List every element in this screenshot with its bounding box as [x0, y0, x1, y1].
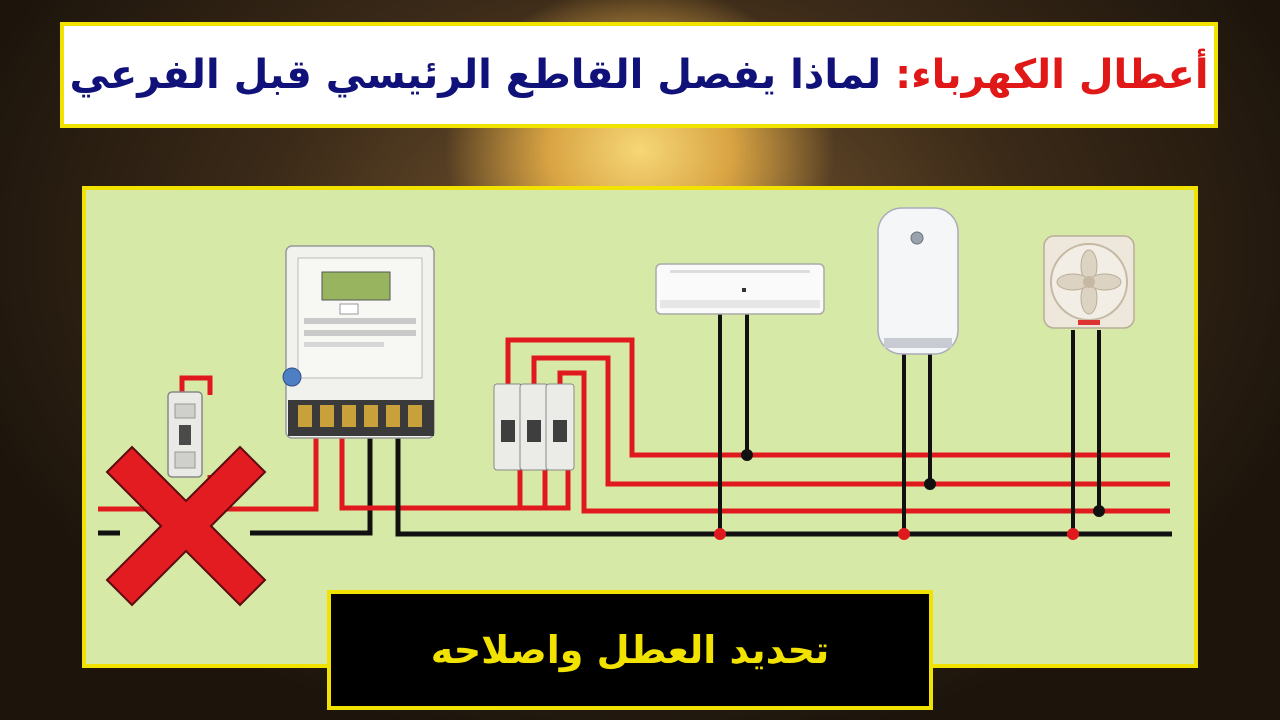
- air-conditioner: [655, 263, 825, 315]
- title-blue-text: لماذا يفصل القاطع الرئيسي قبل الفرعي: [69, 52, 882, 98]
- title-banner: أعطال الكهرباء: لماذا يفصل القاطع الرئيس…: [60, 22, 1218, 128]
- meter-to-branch-live-wire-3: [545, 470, 571, 511]
- branch-breakers: [493, 383, 575, 471]
- fix-banner-label: تحديد العطل واصلاحه: [430, 628, 830, 672]
- junction-dot: [741, 449, 753, 461]
- diagram-panel: [82, 186, 1198, 668]
- cross-mark-icon: [105, 445, 267, 607]
- electricity-meter: [282, 245, 435, 439]
- junction-dot: [714, 528, 726, 540]
- main-breaker: [167, 391, 203, 478]
- exhaust-fan: [1043, 235, 1135, 329]
- fix-banner: تحديد العطل واصلاحه: [327, 590, 933, 710]
- junction-dot: [1093, 505, 1105, 517]
- water-heater: [877, 207, 959, 355]
- meter-to-branch-live-wire: [339, 425, 523, 511]
- neutral-to-meter-wire: [250, 425, 373, 536]
- main-breaker-loop-wire: [179, 375, 213, 395]
- branch3-live-wire: [557, 370, 1170, 514]
- title-red-text: أعطال الكهرباء:: [895, 52, 1209, 98]
- meter-to-branch-live-wire-2: [520, 470, 548, 511]
- meter-neutral-out-wire: [395, 425, 1172, 537]
- branch2-live-wire: [531, 355, 1170, 487]
- junction-dot: [1067, 528, 1079, 540]
- junction-dot: [898, 528, 910, 540]
- junction-dot: [924, 478, 936, 490]
- branch1-live-wire: [505, 337, 1170, 458]
